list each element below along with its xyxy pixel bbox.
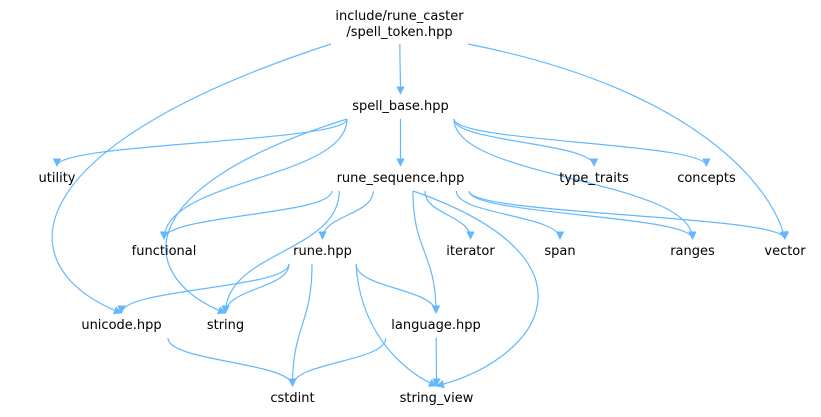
node-label: string_view	[399, 390, 474, 406]
node-ranges[interactable]: ranges	[659, 239, 726, 264]
node-label-line: /spell_token.hpp	[346, 24, 453, 40]
edge-rune-to-language	[355, 263, 441, 314]
node-label: iterator	[446, 243, 495, 259]
edge-rune-sequence-to-ranges	[468, 190, 697, 240]
node-label: utility	[38, 170, 76, 186]
node-label: functional	[131, 243, 197, 259]
edge-spell-token-to-vector	[467, 43, 788, 240]
edge-rune-sequence-to-iterator	[424, 190, 475, 240]
node-type-traits[interactable]: type_traits	[548, 166, 640, 191]
edge-spell-token-to-unicode	[51, 43, 332, 315]
edge-spell-base-to-string	[165, 118, 348, 315]
node-label: span	[544, 243, 576, 259]
edge-rune-sequence-to-vector	[468, 190, 790, 240]
edge-spell-base-to-concepts	[453, 118, 711, 167]
edge-rune-sequence-to-string-view	[412, 190, 539, 389]
edge-rune-sequence-to-rune	[318, 190, 374, 240]
node-spell-token-hpp[interactable]: include/rune_caster /spell_token.hpp	[325, 5, 474, 44]
node-vector[interactable]: vector	[754, 239, 816, 264]
edge-rune-sequence-to-language	[412, 190, 441, 314]
node-label: rune_sequence.hpp	[336, 170, 465, 186]
edge-rune-sequence-to-span	[455, 190, 565, 240]
node-span[interactable]: span	[534, 239, 586, 264]
node-label: cstdint	[270, 390, 315, 406]
edge-spell-base-to-ranges	[453, 118, 697, 240]
node-concepts[interactable]: concepts	[667, 166, 746, 191]
node-spell-base-hpp[interactable]: spell_base.hpp	[341, 94, 460, 119]
edge-rune-to-cstdint	[288, 263, 313, 387]
edge-spell-token-to-spell-base	[396, 43, 405, 95]
node-label: string	[206, 317, 245, 333]
edge-layer	[51, 43, 790, 389]
edge-spell-base-to-utility	[52, 118, 348, 167]
node-rune-hpp[interactable]: rune.hpp	[283, 239, 362, 264]
node-string-view[interactable]: string_view	[387, 386, 486, 411]
node-label: ranges	[670, 243, 715, 259]
node-iterator[interactable]: iterator	[436, 239, 505, 264]
node-utility[interactable]: utility	[26, 166, 88, 191]
node-label: type_traits	[559, 170, 629, 186]
node-label: unicode.hpp	[81, 317, 162, 333]
edge-rune-sequence-to-string	[221, 190, 340, 314]
node-language-hpp[interactable]: language.hpp	[379, 313, 493, 338]
edge-rune-to-unicode	[117, 263, 290, 314]
edge-spell-base-to-functional	[159, 118, 348, 240]
node-string[interactable]: string	[196, 313, 255, 338]
node-label-line: include/rune_caster	[335, 8, 464, 24]
edge-rune-to-string	[221, 263, 290, 314]
node-unicode-hpp[interactable]: unicode.hpp	[69, 313, 174, 338]
node-label: rune.hpp	[293, 243, 352, 259]
node-label: vector	[764, 243, 806, 259]
edge-rune-sequence-to-functional	[159, 190, 333, 240]
node-label: spell_base.hpp	[352, 98, 449, 114]
node-functional[interactable]: functional	[121, 239, 207, 264]
edge-spell-base-to-type-traits	[453, 118, 599, 167]
node-label: concepts	[677, 170, 736, 186]
node-rune-sequence-hpp[interactable]: rune_sequence.hpp	[326, 166, 475, 191]
edge-language-to-cstdint	[288, 337, 387, 387]
node-cstdint[interactable]: cstdint	[259, 386, 326, 411]
node-label: language.hpp	[391, 317, 481, 333]
edge-unicode-to-cstdint	[167, 337, 297, 387]
